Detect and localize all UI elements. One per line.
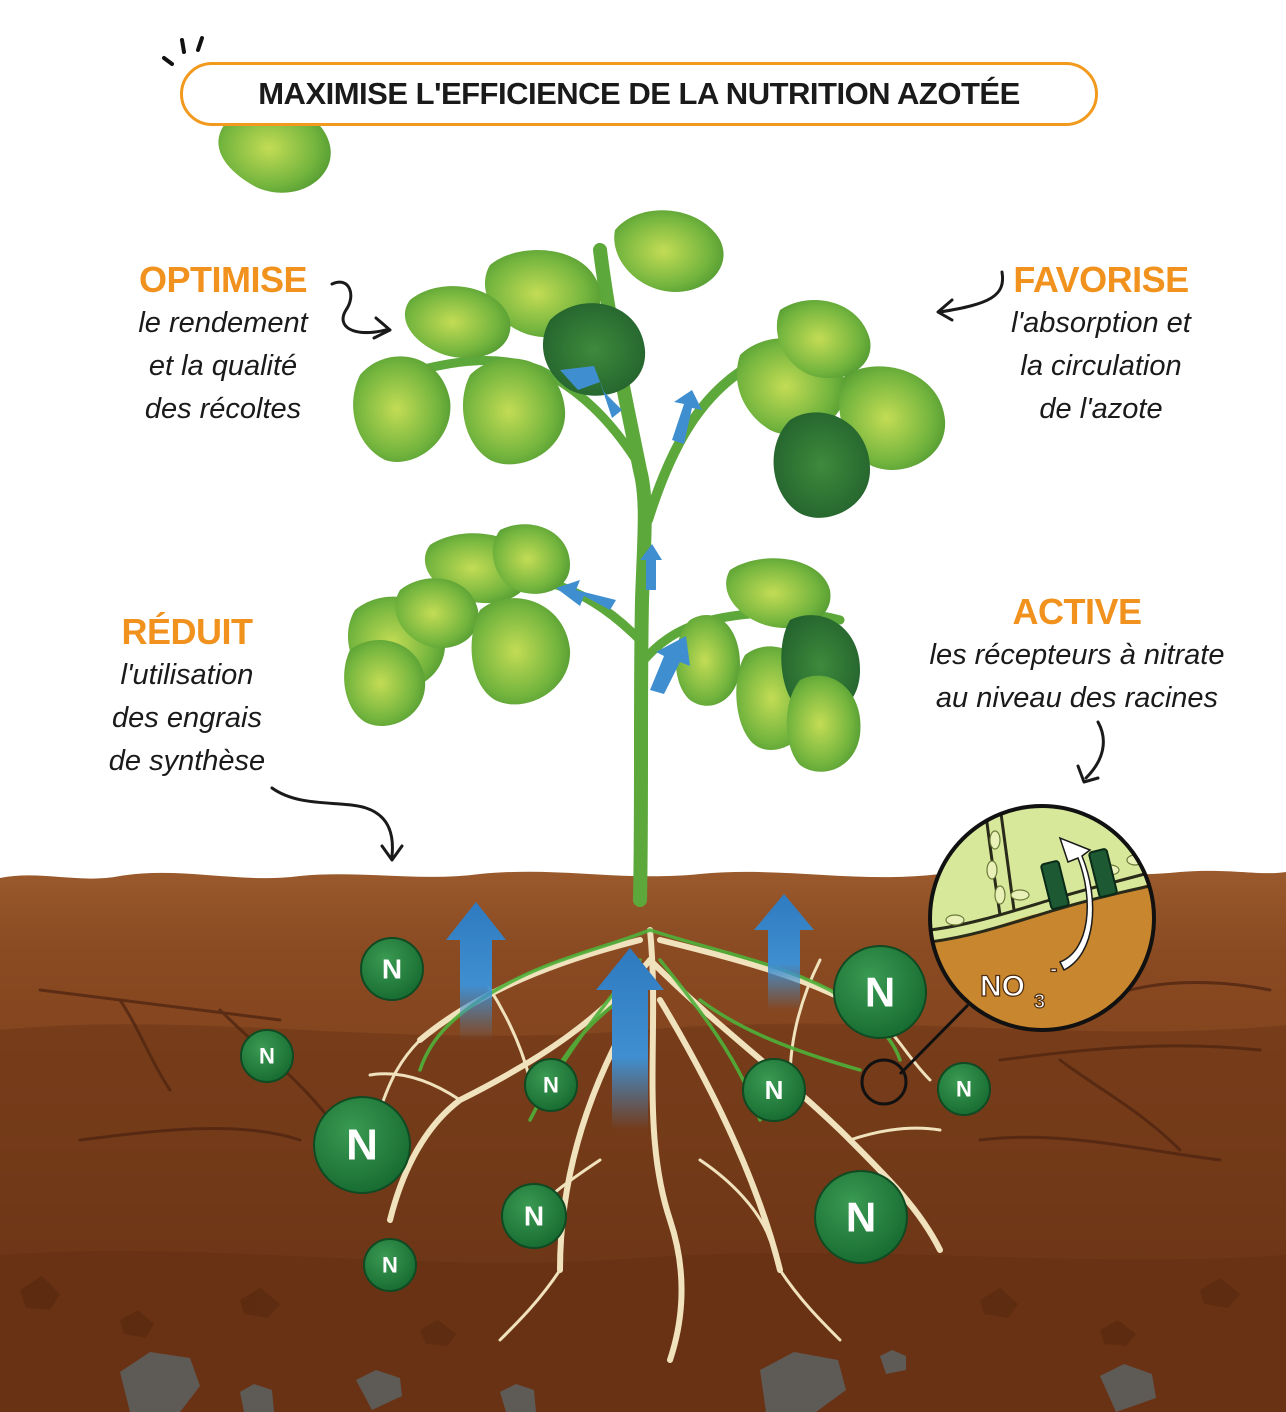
svg-text:N: N (382, 954, 402, 985)
label-heading: OPTIMISE (138, 259, 308, 300)
svg-text:N: N (382, 1253, 398, 1278)
svg-text:-: - (1050, 956, 1057, 981)
curved-arrow-icon (938, 270, 1005, 314)
label-description: l'utilisation des engrais de synthèse (108, 659, 266, 777)
nitrogen-icon: N (833, 945, 927, 1039)
curved-arrow-icon (1084, 720, 1105, 780)
sparkle-icon (162, 36, 204, 66)
nitrogen-icon: N (742, 1058, 806, 1122)
nitrogen-icon: N (501, 1183, 567, 1249)
svg-text:N: N (259, 1044, 275, 1069)
nitrogen-icon: N (937, 1062, 991, 1116)
svg-text:3: 3 (1034, 991, 1045, 1013)
svg-text:N: N (865, 969, 895, 1016)
label-description: les récepteurs à nitrate au niveau des r… (929, 639, 1225, 714)
stones (120, 1350, 1156, 1412)
svg-text:N: N (346, 1121, 378, 1170)
arrow-icon (650, 636, 690, 694)
arrow-up-icon (754, 894, 814, 1010)
svg-text:N: N (956, 1077, 972, 1102)
curved-arrow-icon (330, 280, 388, 335)
title-banner: MAXIMISE L'EFFICIENCE DE LA NUTRITION AZ… (180, 62, 1098, 126)
sap-flow-arrows (556, 366, 702, 694)
arrow-up-icon (596, 948, 664, 1130)
nitrogen-icon: N (313, 1096, 411, 1194)
label-favorise: FAVORISE l'absorption et la circulation … (986, 258, 1216, 431)
curved-arrow-icon (270, 786, 394, 858)
leaves (218, 103, 946, 772)
root-highlight-circle (860, 1058, 908, 1106)
label-description: l'absorption et la circulation de l'azot… (1011, 307, 1191, 425)
nitrate-receptor-callout: NO 3 - (860, 804, 1156, 1106)
label-heading: RÉDUIT (121, 611, 254, 652)
svg-text:N: N (765, 1075, 784, 1105)
label-active: ACTIVE les récepteurs à nitrate au nivea… (912, 590, 1242, 720)
arrow-icon (560, 366, 622, 418)
nitrate-label: NO (980, 970, 1025, 1003)
arrow-icon (672, 390, 702, 444)
nitrogen-particles: N N N N N N N N N N (240, 937, 991, 1292)
nitrogen-icon: N (363, 1238, 417, 1292)
nitrogen-icon: N (240, 1029, 294, 1083)
label-heading: ACTIVE (1012, 591, 1142, 632)
label-description: le rendement et la qualité des récoltes (138, 307, 308, 425)
label-optimise: OPTIMISE le rendement et la qualité des … (108, 258, 338, 431)
label-pointers (270, 270, 1105, 862)
svg-text:N: N (543, 1073, 559, 1098)
page-title: MAXIMISE L'EFFICIENCE DE LA NUTRITION AZ… (258, 76, 1020, 111)
svg-text:N: N (846, 1194, 876, 1241)
arrow-icon (640, 544, 662, 590)
arrow-icon (556, 580, 616, 610)
nitrogen-icon: N (524, 1058, 578, 1112)
nitrogen-icon: N (360, 937, 424, 1001)
label-heading: FAVORISE (1013, 259, 1189, 300)
svg-text:N: N (524, 1201, 544, 1232)
label-reduit: RÉDUIT l'utilisation des engrais de synt… (80, 610, 294, 783)
nutrient-flow-arrows (446, 894, 814, 1130)
arrow-up-icon (446, 902, 506, 1040)
nitrogen-icon: N (814, 1170, 908, 1264)
